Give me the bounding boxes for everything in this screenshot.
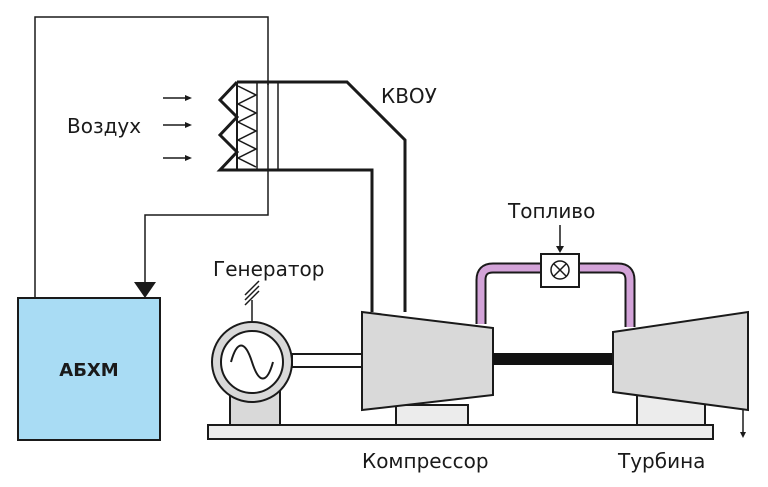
turbine (612, 310, 749, 412)
air-duct-outer (237, 80, 407, 312)
compressor-stand (395, 404, 469, 426)
air-label: Воздух (67, 114, 141, 138)
abhm-supply-line (144, 170, 269, 282)
triple-slash-icon (244, 280, 260, 306)
abhm-supply-arrow (134, 282, 156, 298)
main-shaft (493, 353, 615, 365)
sine-wave-icon (230, 344, 274, 380)
abhm-label: АБХМ (59, 360, 118, 381)
fuel-label: Топливо (507, 199, 595, 223)
compressor (361, 310, 494, 412)
abhm-return-line (34, 16, 269, 300)
air-cooler-unit (216, 80, 279, 172)
generator-label: Генератор (213, 257, 324, 281)
compressor-label: Компрессор (362, 449, 489, 473)
exhaust-arrow (740, 432, 746, 438)
air-duct-inner (237, 168, 374, 312)
abhm-box (17, 297, 161, 441)
air-arrows (163, 95, 192, 161)
generator-shaft (291, 353, 363, 368)
turbine-label: Турбина (617, 449, 705, 473)
fuel-inlet-arrow (556, 246, 564, 253)
base-plate (207, 424, 714, 440)
kvou-label: КВОУ (381, 84, 437, 108)
